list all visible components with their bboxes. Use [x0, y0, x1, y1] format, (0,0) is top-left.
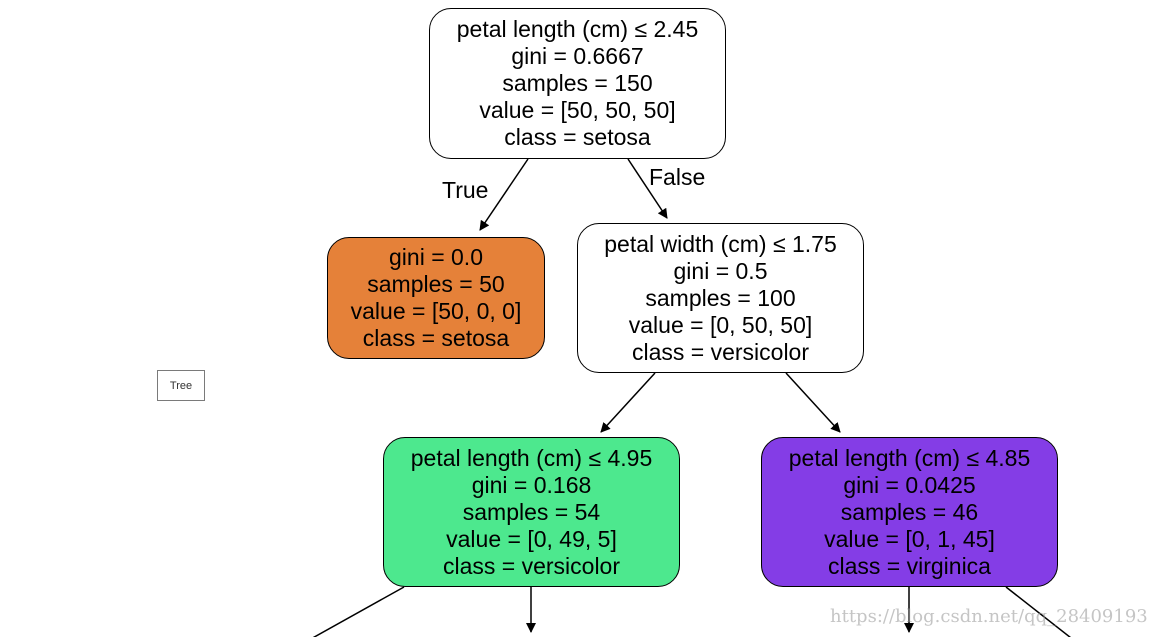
node-class: class = versicolor [442, 552, 621, 579]
node-virginica-split: petal length (cm) ≤ 4.85 gini = 0.0425 s… [761, 437, 1058, 587]
node-width-split: petal width (cm) ≤ 1.75 gini = 0.5 sampl… [577, 223, 864, 373]
node-samples: samples = 150 [502, 70, 653, 96]
node-samples: samples = 54 [462, 498, 601, 525]
node-value: value = [0, 1, 45] [824, 525, 995, 552]
node-condition: petal width (cm) ≤ 1.75 [604, 230, 837, 257]
node-samples: samples = 50 [367, 271, 505, 297]
node-class: class = setosa [504, 124, 651, 150]
node-versicolor-split: petal length (cm) ≤ 4.95 gini = 0.168 sa… [383, 437, 680, 587]
node-samples: samples = 46 [840, 498, 979, 525]
node-class: class = virginica [828, 552, 991, 579]
edge-label-false: False [649, 164, 706, 190]
node-condition: petal length (cm) ≤ 4.85 [788, 444, 1031, 471]
node-gini: gini = 0.168 [471, 471, 592, 498]
node-gini: gini = 0.0 [389, 244, 483, 270]
node-gini: gini = 0.5 [673, 257, 768, 284]
edge-root-to-setosa [479, 158, 529, 231]
node-gini: gini = 0.0425 [843, 471, 976, 498]
edge-versicolor-left-child [312, 586, 405, 637]
edge-root-to-width-split [627, 158, 668, 219]
node-class: class = setosa [362, 325, 510, 351]
edge-virginica-right-child [1005, 586, 1072, 637]
node-samples: samples = 100 [645, 284, 796, 311]
node-setosa-leaf: gini = 0.0 samples = 50 value = [50, 0, … [327, 237, 545, 359]
node-class: class = versicolor [631, 338, 810, 365]
node-condition: petal length (cm) ≤ 4.95 [410, 444, 653, 471]
node-gini: gini = 0.6667 [511, 43, 644, 69]
node-condition: petal length (cm) ≤ 2.45 [456, 16, 699, 42]
edge-width-split-to-virginica [785, 372, 841, 433]
watermark: https://blog.csdn.net/qq_28409193 [830, 606, 1148, 627]
edge-label-true: True [442, 177, 489, 203]
edge-width-split-to-versicolor [600, 372, 656, 433]
node-value: value = [0, 49, 5] [446, 525, 617, 552]
node-value: value = [0, 50, 50] [628, 311, 813, 338]
node-root: petal length (cm) ≤ 2.45 gini = 0.6667 s… [429, 8, 726, 159]
node-value: value = [50, 0, 0] [350, 298, 522, 324]
tree-tab[interactable]: Tree [157, 370, 205, 401]
node-value: value = [50, 50, 50] [479, 97, 676, 123]
